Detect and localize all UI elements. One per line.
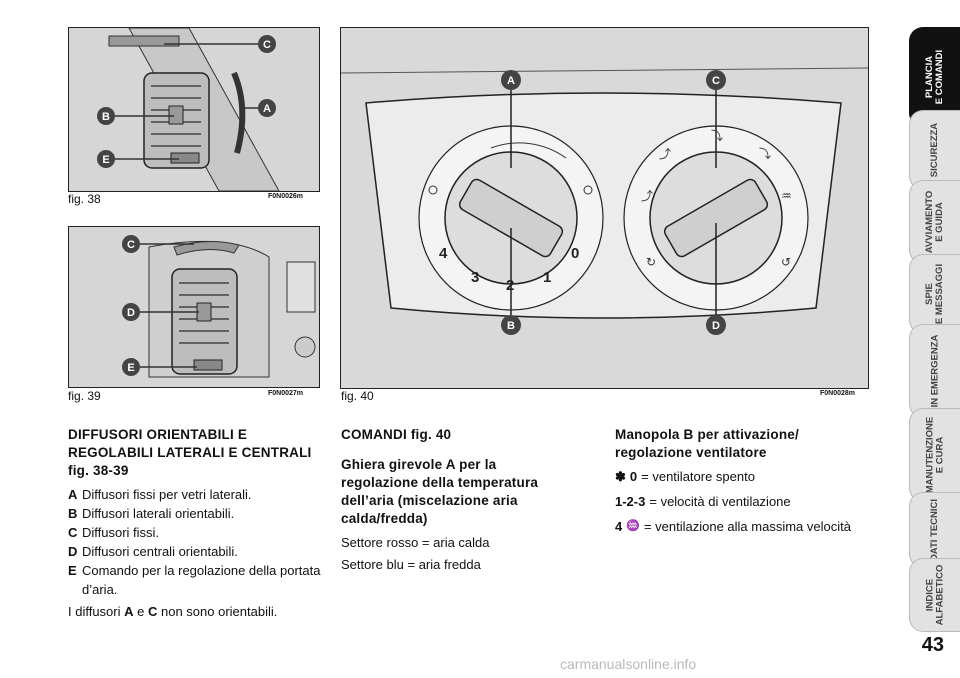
dial-b-speed-2: 2 bbox=[506, 277, 514, 294]
callout-c: C bbox=[127, 239, 135, 251]
list-item: 4 ♒ = ventilazione alla massima velocità bbox=[615, 519, 851, 534]
fig38-label: fig. 38 bbox=[68, 192, 101, 206]
temperature-ring-heading: Ghiera girevole A per la regolazione del… bbox=[341, 457, 539, 526]
page-number: 43 bbox=[921, 634, 944, 656]
fig38-code: F0N0026m bbox=[268, 193, 304, 200]
diffusers-note: I diffusori A e C non sono orientabili. bbox=[68, 604, 278, 619]
controls-heading: COMANDI fig. 40 bbox=[341, 427, 452, 442]
fan-icon: ✽ bbox=[615, 469, 626, 484]
tab-sicurezza[interactable]: SICUREZZA bbox=[909, 110, 960, 190]
fig40-code: F0N0028m bbox=[820, 390, 856, 397]
callout-c: C bbox=[263, 39, 271, 51]
fig40-label: fig. 40 bbox=[341, 389, 374, 403]
callout-a: A bbox=[263, 103, 271, 115]
dial-b-speed-3: 3 bbox=[471, 269, 479, 286]
callout-c: C bbox=[712, 75, 720, 87]
dial-b-speed-0: 0 bbox=[571, 245, 579, 262]
callout-e: E bbox=[102, 154, 109, 166]
mode-icon: ⤴ bbox=[641, 188, 653, 203]
blue-sector-text: Settore blu = aria fredda bbox=[341, 557, 481, 572]
callout-e: E bbox=[127, 362, 134, 374]
diffusers-section: DIFFUSORI ORIENTABILI E REGOLABILI LATER… bbox=[68, 426, 323, 621]
list-item: 1-2-3= velocità di ventilazione bbox=[615, 494, 791, 509]
tab-manutenzione-e-cura[interactable]: MANUTENZIONE E CURA bbox=[909, 408, 960, 502]
tab-avviamento-e-guida[interactable]: AVVIAMENTO E GUIDA bbox=[909, 180, 960, 264]
fig38-callouts: C A B E bbox=[97, 35, 276, 168]
controls-section: COMANDI fig. 40 Ghiera girevole A per la… bbox=[341, 426, 576, 574]
mode-icon: ⤴ bbox=[659, 146, 671, 161]
callout-b: B bbox=[102, 111, 110, 123]
tab-dati-tecnici[interactable]: DATI TECNICI bbox=[909, 492, 960, 568]
fan-knob-heading: Manopola B per attivazione/ regolazione … bbox=[615, 427, 799, 460]
fig39-callouts: C D E bbox=[122, 235, 199, 376]
mode-icon: ⤵ bbox=[759, 147, 771, 161]
tab-spie-e-messaggi[interactable]: SPIE E MESSAGGI bbox=[909, 254, 960, 334]
outside-air-icon: ↺ bbox=[781, 255, 791, 269]
defrost-icon: ♒ bbox=[781, 189, 792, 203]
tab-indice-alfabetico[interactable]: INDICE ALFABETICO bbox=[909, 558, 960, 632]
dial-b-speed-1: 1 bbox=[543, 269, 551, 286]
callout-b: B bbox=[507, 320, 515, 332]
figure-39-image: C D E bbox=[68, 226, 320, 388]
climate-control-panel-illustration: 4 3 2 1 0 ⤴ ⤵ ⤵ ⤴ ♒ ↻ ↺ A C B D bbox=[341, 28, 868, 388]
dial-b-speed-4: 4 bbox=[439, 245, 448, 262]
watermark: carmanualsonline.info bbox=[560, 656, 697, 672]
figure-40-image: 4 3 2 1 0 ⤴ ⤵ ⤵ ⤴ ♒ ↻ ↺ A C B D bbox=[340, 27, 869, 389]
fig39-code: F0N0027m bbox=[268, 390, 304, 397]
tab-in-emergenza[interactable]: IN EMERGENZA bbox=[909, 324, 960, 418]
figure-38-image: C A B E bbox=[68, 27, 320, 192]
red-sector-text: Settore rosso = aria calda bbox=[341, 535, 490, 550]
callout-d: D bbox=[712, 320, 720, 332]
center-vent-illustration bbox=[69, 227, 319, 387]
defrost-icon: ♒ bbox=[626, 520, 640, 532]
mode-icon: ⤵ bbox=[711, 129, 723, 143]
recirc-icon: ↻ bbox=[646, 255, 656, 269]
list-item: ✽ 0= ventilatore spento bbox=[615, 469, 755, 484]
fig39-label: fig. 39 bbox=[68, 389, 101, 403]
callout-d: D bbox=[127, 307, 135, 319]
diffusers-heading: DIFFUSORI ORIENTABILI E REGOLABILI LATER… bbox=[68, 427, 312, 478]
callout-a: A bbox=[507, 75, 515, 87]
fan-section: Manopola B per attivazione/ regolazione … bbox=[615, 426, 880, 536]
